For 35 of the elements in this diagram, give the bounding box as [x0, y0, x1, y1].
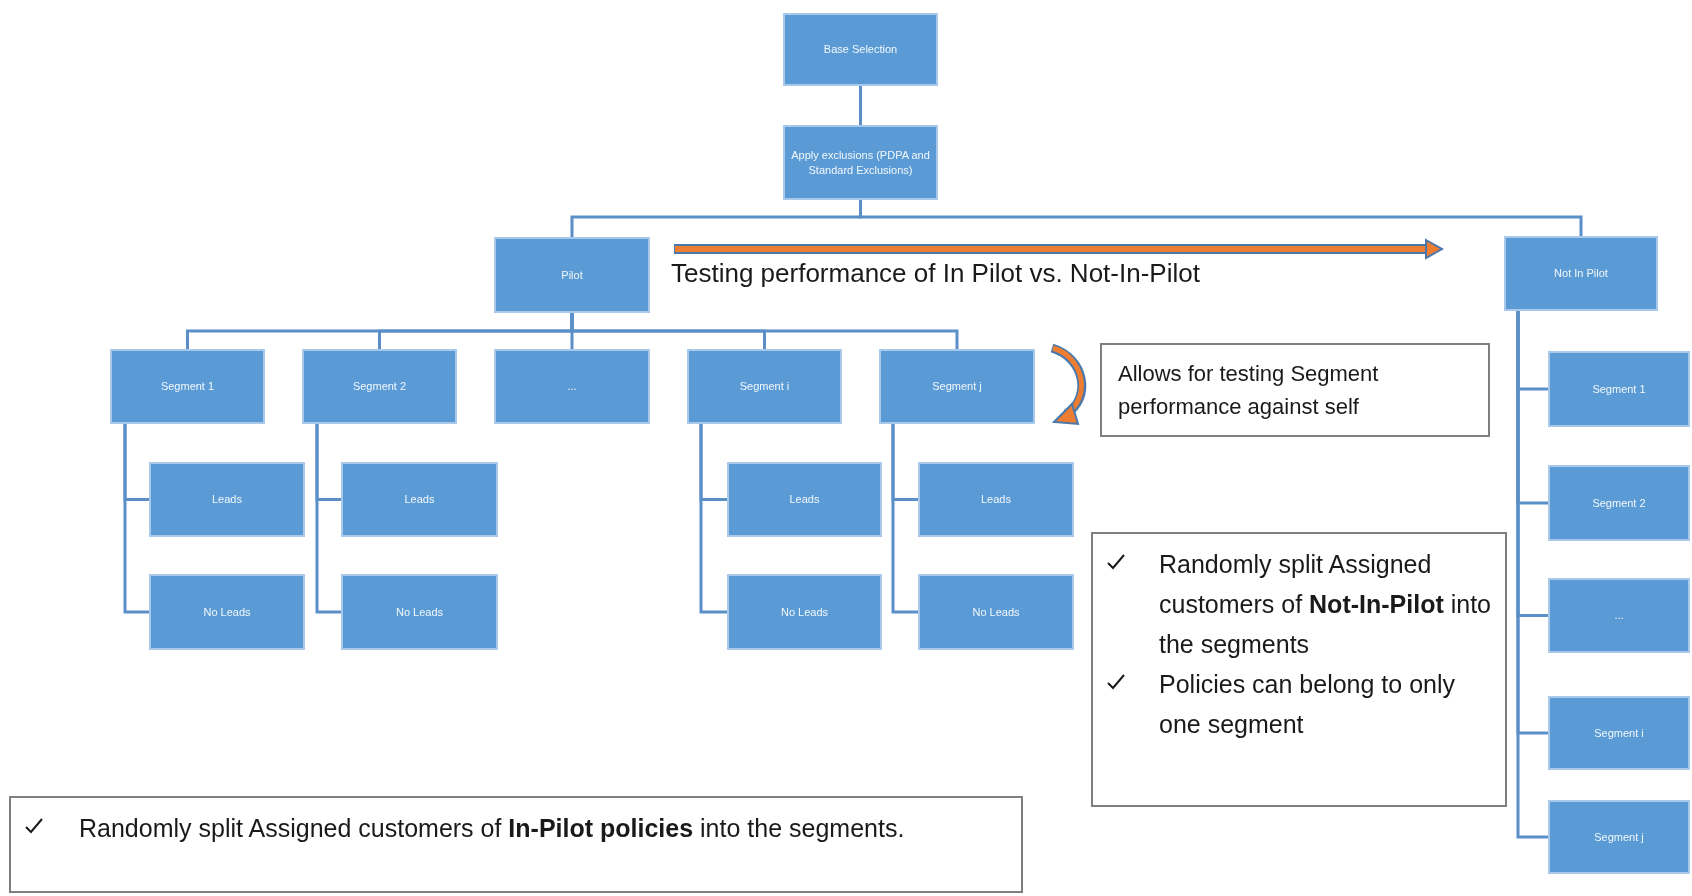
process-box: No Leads	[341, 574, 498, 650]
process-box: Segment i	[1548, 696, 1690, 770]
note-box: Allows for testing Segment performance against self	[1100, 343, 1490, 437]
process-box: No Leads	[727, 574, 882, 650]
process-box: ...	[1548, 578, 1690, 653]
connector-line	[315, 424, 341, 614]
bullet-text: Policies can belong to only one segment	[1159, 669, 1457, 740]
note-box	[1091, 532, 1507, 807]
process-box: Segment i	[687, 349, 842, 424]
process-box: Pilot	[494, 237, 650, 313]
process-box: Leads	[727, 462, 882, 537]
process-box: Leads	[149, 462, 305, 537]
process-box: Base Selection	[783, 13, 938, 86]
process-box: Not In Pilot	[1504, 236, 1658, 311]
process-box: Segment 1	[1548, 351, 1690, 427]
process-box: No Leads	[918, 574, 1074, 650]
process-box: Segment 1	[110, 349, 265, 424]
process-box: Segment j	[879, 349, 1035, 424]
connector-line	[699, 424, 727, 614]
annotation-text: Testing performance of In Pilot vs. Not-In-Pilot	[671, 258, 1200, 289]
connector-line	[123, 424, 149, 614]
connector-line	[570, 313, 959, 349]
connector-line	[891, 424, 918, 614]
connector-line	[859, 86, 862, 125]
process-box: Segment j	[1548, 800, 1690, 874]
note-box	[9, 796, 1023, 893]
process-box: No Leads	[149, 574, 305, 650]
bullet-text: Randomly split Assigned customers of Not-In-Pilot into the segments	[1159, 549, 1491, 660]
process-box: Leads	[341, 462, 498, 537]
process-box: Segment 2	[1548, 465, 1690, 541]
process-box: Leads	[918, 462, 1074, 537]
process-box: Apply exclusions (PDPA and Standard Exclusions)	[783, 125, 938, 200]
process-box: Segment 2	[302, 349, 457, 424]
process-box: ...	[494, 349, 650, 424]
bullet-text: Randomly split Assigned customers of In-Pilot policies into the segments.	[79, 813, 905, 844]
